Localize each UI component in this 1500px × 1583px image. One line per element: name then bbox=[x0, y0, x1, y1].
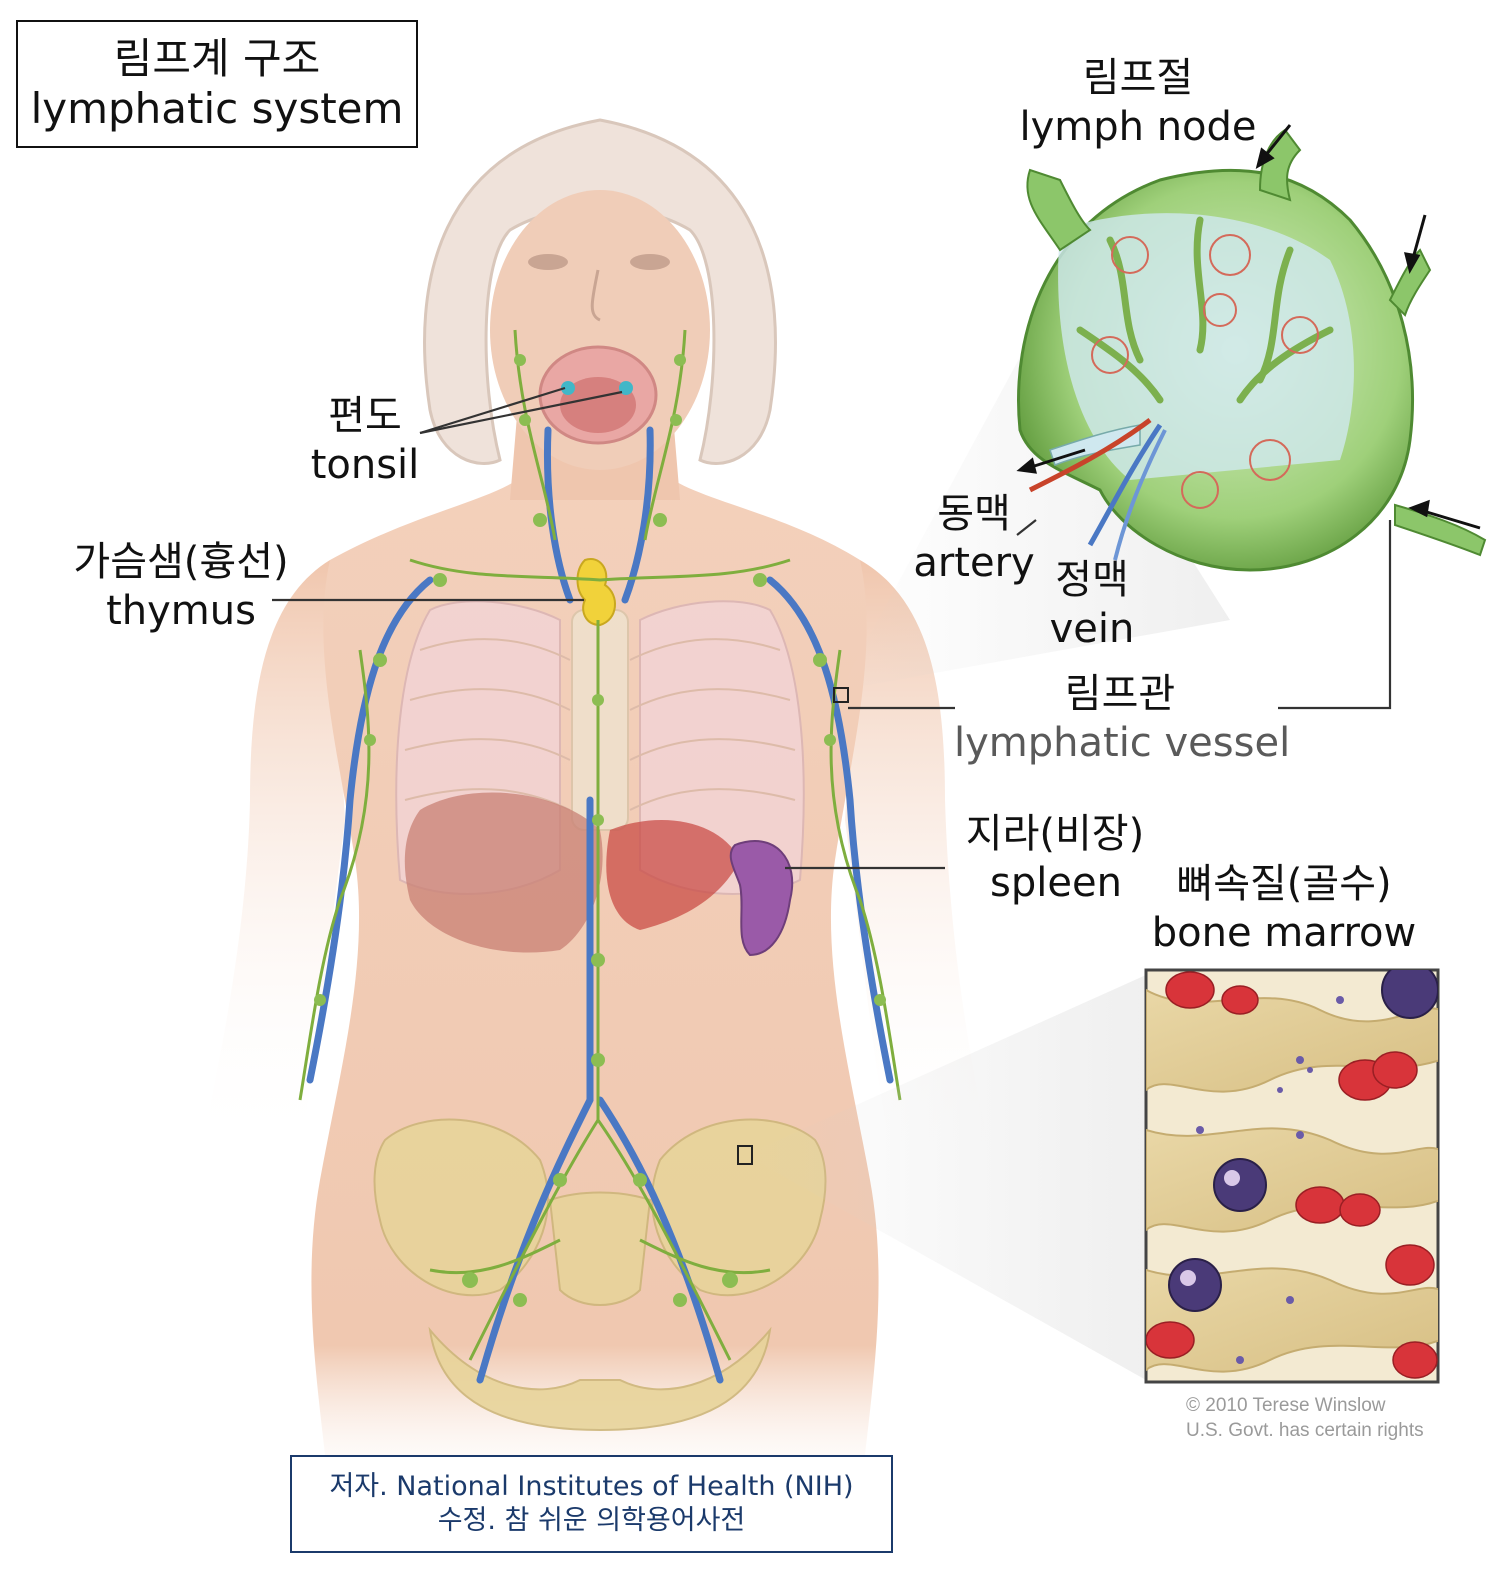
stomach bbox=[606, 820, 740, 930]
label-artery-en: artery bbox=[913, 539, 1035, 586]
title-ko: 림프계 구조 bbox=[113, 33, 321, 83]
bone-marrow-marker bbox=[737, 1145, 753, 1165]
label-artery-ko: 동맥 bbox=[937, 491, 1011, 537]
label-vein-en: vein bbox=[1049, 605, 1135, 652]
label-lymphatic-vessel: 림프관 lymphatic vessel bbox=[954, 670, 1291, 768]
label-artery: 동맥 artery bbox=[912, 490, 1036, 588]
hair bbox=[423, 118, 777, 465]
label-bone-marrow-ko: 뼈속질(골수) bbox=[1176, 861, 1392, 907]
label-lymphatic-vessel-ko: 림프관 bbox=[1064, 671, 1176, 717]
label-lymph-node-en: lymph node bbox=[1019, 103, 1257, 150]
copyright-line-2: U.S. Govt. has certain rights bbox=[1186, 1419, 1424, 1441]
label-tonsil: 편도 tonsil bbox=[300, 392, 430, 490]
label-lymph-node: 림프절 lymph node bbox=[1018, 54, 1258, 152]
tonsil-right bbox=[619, 381, 633, 395]
bone-marrow-callout-cone bbox=[745, 975, 1146, 1380]
credit-line-2: 수정. 참 쉬운 의학용어사전 bbox=[437, 1505, 746, 1536]
label-spleen-en: spleen bbox=[990, 859, 1122, 906]
copyright-notice: © 2010 Terese Winslow U.S. Govt. has cer… bbox=[1186, 1394, 1424, 1443]
spleen-organ bbox=[729, 840, 794, 957]
thymus-organ bbox=[576, 558, 616, 627]
copyright-line-1: © 2010 Terese Winslow bbox=[1186, 1395, 1386, 1416]
label-spleen: 지라(비장) spleen bbox=[948, 810, 1162, 908]
lymph-node-callout-cone bbox=[840, 320, 1230, 690]
lymph-vessel-marker bbox=[833, 687, 849, 703]
label-tonsil-en: tonsil bbox=[310, 441, 420, 488]
title-en: lymphatic system bbox=[30, 84, 404, 133]
label-bone-marrow: 뼈속질(골수) bone marrow bbox=[1142, 860, 1426, 958]
label-thymus-en: thymus bbox=[106, 587, 256, 634]
credit-box: 저자. National Institutes of Health (NIH) … bbox=[290, 1455, 893, 1553]
label-vein-ko: 정맥 bbox=[1055, 557, 1129, 603]
label-lymph-node-ko: 림프절 bbox=[1082, 55, 1194, 101]
label-tonsil-ko: 편도 bbox=[328, 393, 402, 439]
label-lymphatic-vessel-en: lymphatic vessel bbox=[954, 719, 1291, 766]
tonsil-left bbox=[561, 381, 575, 395]
label-thymus-ko: 가슴샘(흉선) bbox=[73, 539, 289, 585]
leader-lines bbox=[272, 386, 1392, 870]
veins bbox=[306, 426, 894, 1384]
lymph-node-detail bbox=[1016, 124, 1487, 572]
bone-marrow-detail bbox=[1144, 968, 1440, 1384]
label-thymus: 가슴샘(흉선) thymus bbox=[50, 538, 312, 636]
label-spleen-ko: 지라(비장) bbox=[965, 811, 1145, 857]
credit-line-1: 저자. National Institutes of Health (NIH) bbox=[329, 1471, 854, 1503]
label-bone-marrow-en: bone marrow bbox=[1151, 909, 1417, 956]
liver bbox=[404, 792, 603, 953]
lymph-node-dots bbox=[314, 354, 886, 1307]
label-vein: 정맥 vein bbox=[1040, 556, 1144, 654]
artery-vessel bbox=[1028, 417, 1152, 493]
title-box: 림프계 구조 lymphatic system bbox=[16, 20, 418, 148]
vein-vessel bbox=[1087, 423, 1163, 547]
